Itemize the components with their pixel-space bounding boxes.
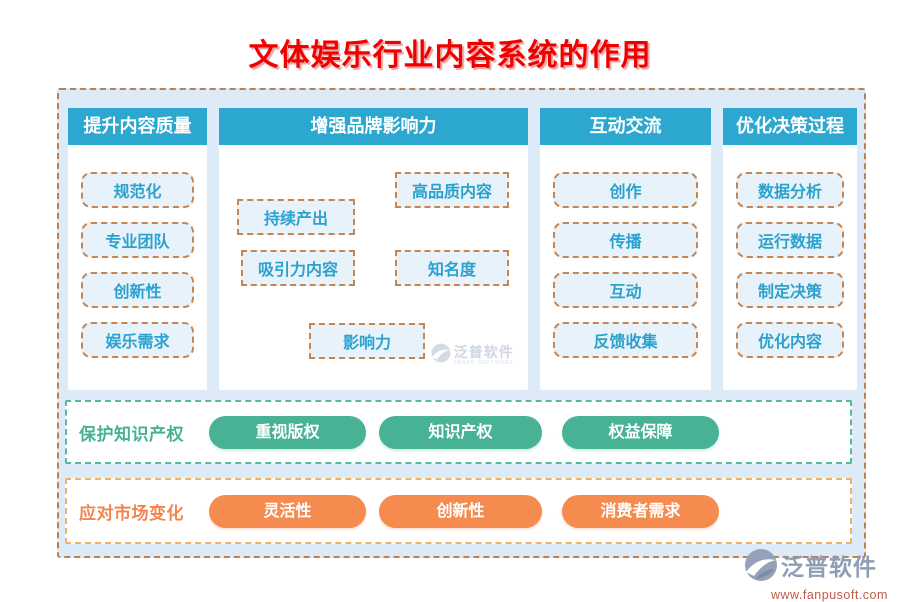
column-body: 持续产出 高品质内容 吸引力内容 知名度 影响力 泛普软件 FANPU SOFT…	[219, 145, 528, 390]
brand-row: 泛普软件	[744, 548, 894, 587]
fanpu-watermark-icon	[431, 343, 451, 368]
item-box: 制定决策	[736, 272, 844, 308]
item-box: 规范化	[81, 172, 194, 208]
fanpu-brand-logo: 泛普软件 www.fanpusoft.com	[744, 548, 894, 602]
item-box: 传播	[553, 222, 698, 258]
pill: 知识产权	[379, 415, 542, 449]
column-interactive-communication: 互动交流 创作 传播 互动 反馈收集	[540, 108, 711, 390]
item-box: 高品质内容	[395, 172, 509, 208]
column-body: 数据分析 运行数据 制定决策 优化内容	[723, 145, 857, 390]
watermark: 泛普软件 FANPU SOFTWARE	[431, 343, 514, 368]
item-box: 互动	[553, 272, 698, 308]
brand-name: 泛普软件	[781, 554, 877, 580]
item-box: 吸引力内容	[241, 250, 355, 286]
item-box: 持续产出	[237, 199, 355, 235]
column-body: 规范化 专业团队 创新性 娱乐需求	[68, 145, 207, 390]
column-body: 创作 传播 互动 反馈收集	[540, 145, 711, 390]
watermark-name: 泛普软件	[453, 344, 514, 360]
pill: 消费者需求	[562, 494, 719, 528]
item-box: 数据分析	[736, 172, 844, 208]
item-box: 运行数据	[736, 222, 844, 258]
diagram-container: 提升内容质量 规范化 专业团队 创新性 娱乐需求 增强品牌影响力 持续产出 高品…	[57, 88, 866, 558]
item-box: 知名度	[395, 250, 509, 286]
column-header: 优化决策过程	[723, 108, 857, 145]
pill: 创新性	[379, 494, 542, 528]
column-header: 提升内容质量	[68, 108, 207, 145]
column-header: 互动交流	[540, 108, 711, 145]
band-protect-intellectual-property: 保护知识产权 重视版权 知识产权 权益保障	[65, 400, 852, 464]
item-box: 优化内容	[736, 322, 844, 358]
band-respond-market-changes: 应对市场变化 灵活性 创新性 消费者需求	[65, 478, 852, 544]
pill: 灵活性	[209, 494, 366, 528]
watermark-text: 泛普软件 FANPU SOFTWARE	[454, 345, 514, 366]
page-title: 文体娱乐行业内容系统的作用	[248, 39, 652, 72]
item-box: 影响力	[309, 323, 425, 359]
item-box: 反馈收集	[553, 322, 698, 358]
pill: 重视版权	[209, 415, 366, 449]
column-improve-content-quality: 提升内容质量 规范化 专业团队 创新性 娱乐需求	[68, 108, 207, 390]
item-box: 专业团队	[81, 222, 194, 258]
band-label: 保护知识产权	[79, 424, 184, 444]
item-box: 创作	[553, 172, 698, 208]
column-optimize-decision-process: 优化决策过程 数据分析 运行数据 制定决策 优化内容	[723, 108, 857, 390]
column-header: 增强品牌影响力	[219, 108, 528, 145]
columns-area: 提升内容质量 规范化 专业团队 创新性 娱乐需求 增强品牌影响力 持续产出 高品…	[68, 108, 857, 390]
watermark-subtitle: FANPU SOFTWARE	[453, 360, 514, 366]
column-enhance-brand-influence: 增强品牌影响力 持续产出 高品质内容 吸引力内容 知名度 影响力 泛普软件	[219, 108, 528, 390]
brand-url: www.fanpusoft.com	[771, 588, 888, 602]
item-box: 创新性	[81, 272, 194, 308]
pill: 权益保障	[562, 415, 719, 449]
item-box: 娱乐需求	[81, 322, 194, 358]
band-label: 应对市场变化	[79, 503, 184, 523]
fanpu-logo-icon	[744, 548, 778, 587]
